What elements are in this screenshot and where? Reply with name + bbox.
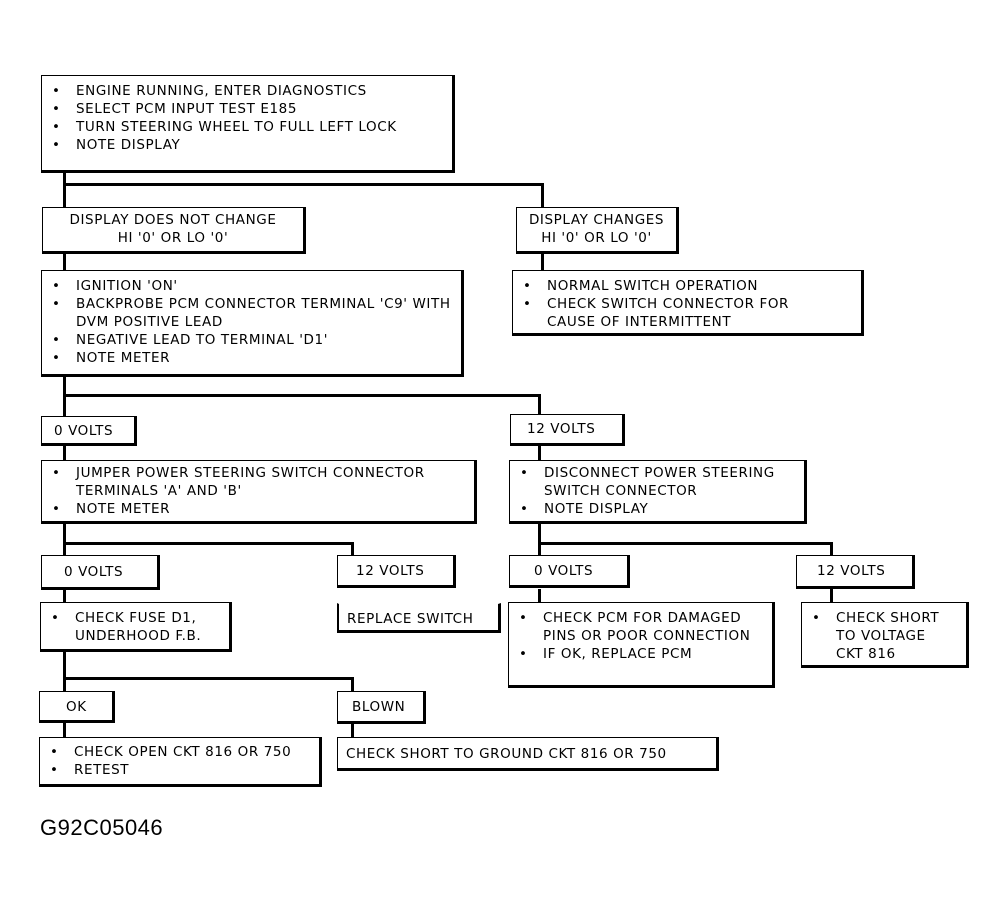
display-changes-line2: HI '0' OR LO '0' [541, 230, 652, 246]
disconnect-connector-box: DISCONNECT POWER STEERING SWITCH CONNECT… [509, 460, 807, 524]
connector-line [830, 589, 833, 602]
connector-line [541, 253, 544, 271]
display-changes-line1: DISPLAY CHANGES [528, 212, 665, 228]
ok-label: OK [39, 691, 115, 723]
connector-line [63, 523, 66, 557]
check-short-voltage-box: CHECK SHORT TO VOLTAGE CKT 816 [801, 602, 969, 668]
check-pcm-box: CHECK PCM FOR DAMAGED PINS OR POOR CONNE… [508, 602, 775, 688]
display-no-change-box: DISPLAY DOES NOT CHANGE HI '0' OR LO '0' [42, 207, 306, 254]
display-no-change-line2: HI '0' OR LO '0' [117, 230, 229, 246]
normal-operation-box: NORMAL SWITCH OPERATION CHECK SWITCH CON… [512, 270, 864, 336]
connector-line [63, 589, 66, 603]
connector-line [63, 723, 66, 738]
connector-line [63, 445, 66, 460]
jumper-step-1: JUMPER POWER STEERING SWITCH CONNECTOR T… [42, 464, 474, 500]
display-no-change-line1: DISPLAY DOES NOT CHANGE [69, 212, 277, 228]
figure-id: G92C05046 [40, 815, 164, 840]
replace-switch-box: REPLACE SWITCH [337, 603, 501, 633]
check-fuse-box: CHECK FUSE D1, UNDERHOOD F.B. [40, 602, 232, 652]
connector-line [63, 677, 354, 680]
check-open-circuit-step-1: CHECK OPEN CKT 816 OR 750 [40, 743, 319, 761]
start-step-4: NOTE DISPLAY [42, 136, 452, 154]
check-short-voltage-step: CHECK SHORT TO VOLTAGE CKT 816 [802, 609, 966, 663]
start-step-box: ENGINE RUNNING, ENTER DIAGNOSTICS SELECT… [41, 75, 455, 173]
check-short-ground-box: CHECK SHORT TO GROUND CKT 816 OR 750 [337, 737, 719, 771]
connector-line [538, 542, 833, 545]
disconnect-step-2: NOTE DISPLAY [510, 500, 804, 518]
connector-line [63, 652, 66, 692]
connector-line [63, 376, 66, 418]
connector-line [538, 523, 541, 557]
zero-volts-label: 0 VOLTS [41, 416, 137, 446]
connector-line [538, 589, 541, 603]
normal-operation-step-2: CHECK SWITCH CONNECTOR FOR CAUSE OF INTE… [513, 295, 861, 331]
disconnect-step-1: DISCONNECT POWER STEERING SWITCH CONNECT… [510, 464, 804, 500]
connector-line [541, 183, 544, 208]
check-pcm-step-1: CHECK PCM FOR DAMAGED PINS OR POOR CONNE… [509, 609, 772, 645]
start-step-3: TURN STEERING WHEEL TO FULL LEFT LOCK [42, 118, 452, 136]
jumper-step-2: NOTE METER [42, 500, 474, 518]
twelve-volts-label: 12 VOLTS [796, 555, 915, 589]
ignition-step-3: NEGATIVE LEAD TO TERMINAL 'D1' [42, 331, 461, 349]
connector-line [351, 542, 354, 555]
ignition-step-4: NOTE METER [42, 349, 461, 367]
connector-line [538, 445, 541, 460]
check-pcm-step-2: IF OK, REPLACE PCM [509, 645, 772, 663]
ignition-step-2: BACKPROBE PCM CONNECTOR TERMINAL 'C9' WI… [42, 295, 461, 331]
connector-line [63, 394, 541, 397]
connector-line [63, 172, 66, 208]
blown-label: BLOWN [337, 691, 426, 724]
connector-line [351, 677, 354, 691]
connector-line [351, 723, 354, 739]
ignition-check-box: IGNITION 'ON' BACKPROBE PCM CONNECTOR TE… [41, 270, 464, 377]
connector-line [63, 542, 354, 545]
zero-volts-label: 0 VOLTS [509, 555, 630, 588]
display-changes-box: DISPLAY CHANGES HI '0' OR LO '0' [516, 207, 679, 254]
zero-volts-label: 0 VOLTS [41, 555, 160, 590]
retest-step: RETEST [40, 761, 319, 779]
check-fuse-step: CHECK FUSE D1, UNDERHOOD F.B. [41, 609, 229, 645]
connector-line [830, 542, 833, 555]
check-open-circuit-box: CHECK OPEN CKT 816 OR 750 RETEST [39, 737, 322, 787]
connector-line [538, 394, 541, 416]
connector-line [63, 183, 544, 186]
normal-operation-step-1: NORMAL SWITCH OPERATION [513, 277, 861, 295]
connector-line [63, 253, 66, 271]
jumper-connector-box: JUMPER POWER STEERING SWITCH CONNECTOR T… [41, 460, 477, 524]
start-step-2: SELECT PCM INPUT TEST E185 [42, 100, 452, 118]
ignition-step-1: IGNITION 'ON' [42, 277, 461, 295]
twelve-volts-label: 12 VOLTS [337, 555, 456, 588]
start-step-1: ENGINE RUNNING, ENTER DIAGNOSTICS [42, 82, 452, 100]
twelve-volts-label: 12 VOLTS [510, 414, 625, 446]
